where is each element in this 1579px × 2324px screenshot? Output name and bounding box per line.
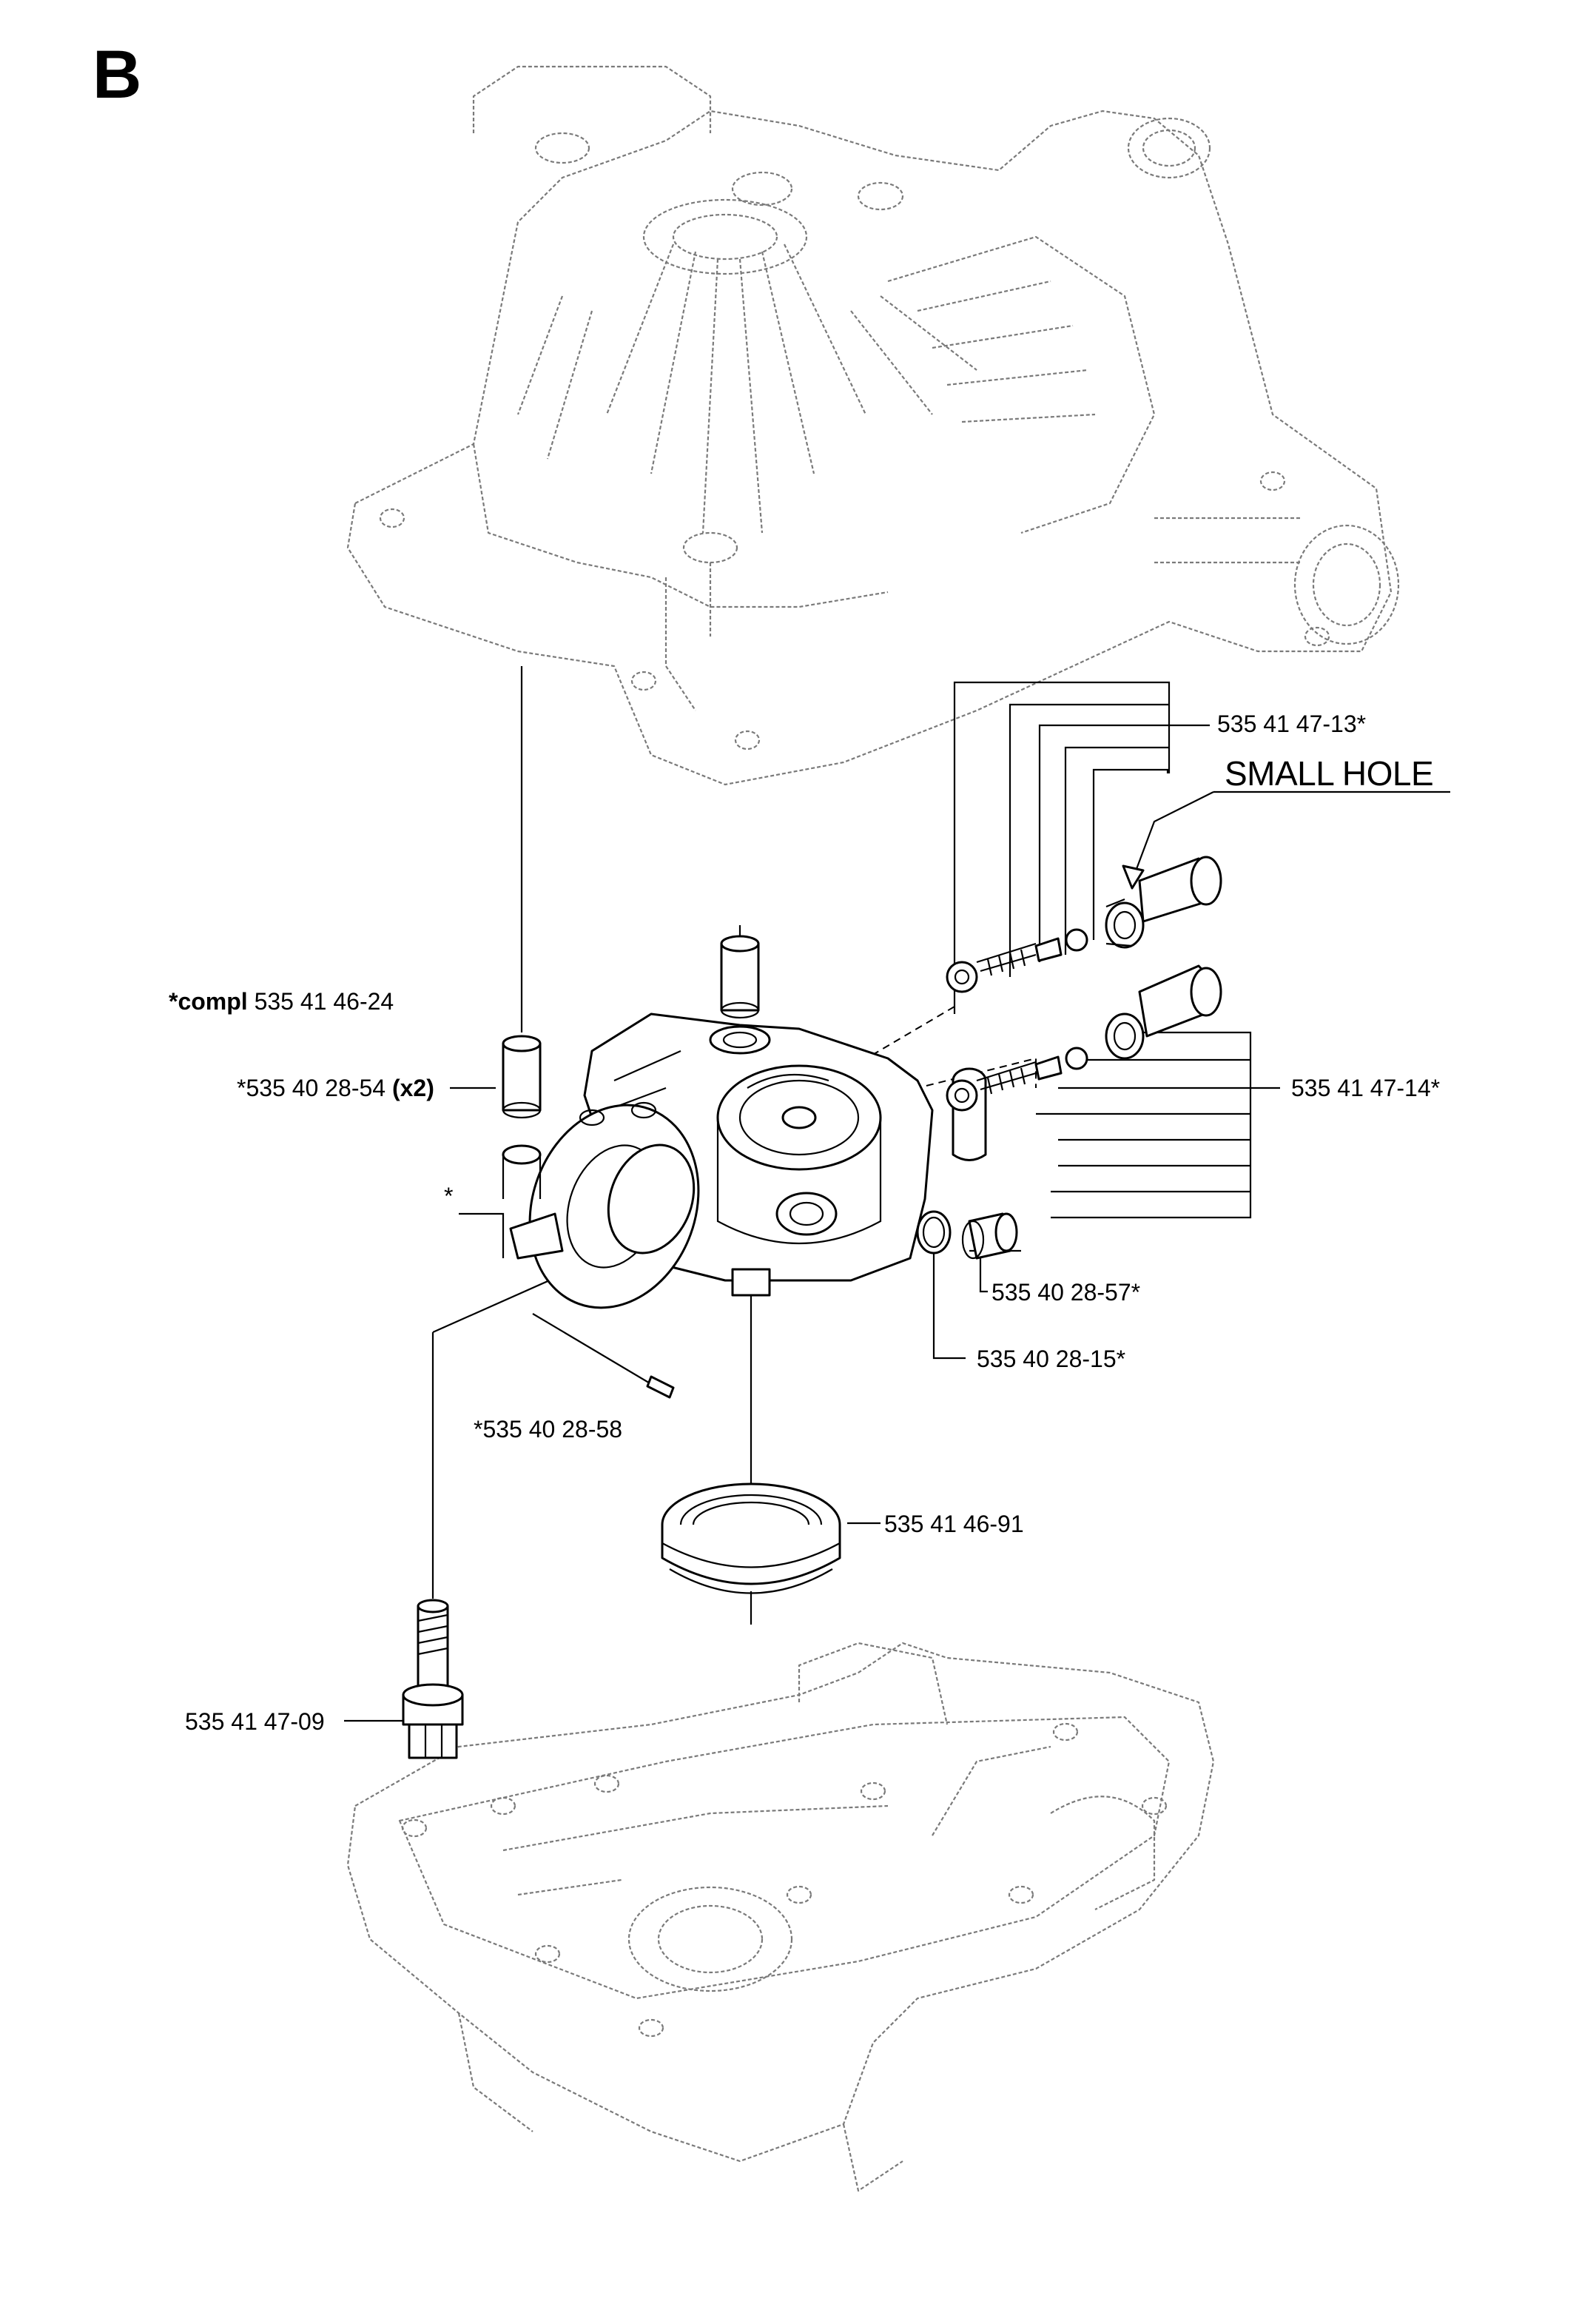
o-ring	[916, 1210, 952, 1255]
spool-valve-upper	[946, 856, 1222, 993]
part-54-number: *535 40 28-54	[237, 1075, 386, 1101]
cam-plate	[502, 1101, 700, 1309]
compl-number: 535 41 46-24	[247, 988, 394, 1015]
lower-housing	[346, 1642, 1215, 2192]
plug	[961, 1212, 1018, 1260]
roll-pin	[646, 1375, 675, 1399]
section-letter: B	[92, 37, 142, 112]
part-54-qty: (x2)	[391, 1075, 434, 1101]
callout-asterisk: *	[444, 1183, 454, 1209]
callout-part-13: 535 41 47-13*	[1217, 711, 1367, 737]
spool-valve-lower	[946, 964, 1222, 1112]
callout-part-54: *535 40 28-54 (x2)	[237, 1076, 434, 1100]
dowel-pin-top	[720, 935, 760, 1019]
flange-bolt	[402, 1599, 464, 1759]
compl-label: *compl	[169, 988, 248, 1015]
callout-small-hole: SMALL HOLE	[1225, 754, 1434, 793]
shaft-seal	[661, 1482, 841, 1594]
callout-compl-kit: *compl 535 41 46-24	[169, 990, 394, 1013]
callout-part-14: 535 41 47-14*	[1291, 1075, 1441, 1101]
callout-part-91: 535 41 46-91	[884, 1511, 1024, 1537]
callout-part-09: 535 41 47-09	[185, 1708, 325, 1735]
upper-housing	[346, 65, 1400, 786]
dowel-pin-left	[502, 1035, 542, 1119]
callout-part-15: 535 40 28-15*	[977, 1346, 1126, 1372]
callout-part-57: 535 40 28-57*	[991, 1279, 1141, 1306]
callout-part-58: *535 40 28-58	[474, 1416, 623, 1443]
